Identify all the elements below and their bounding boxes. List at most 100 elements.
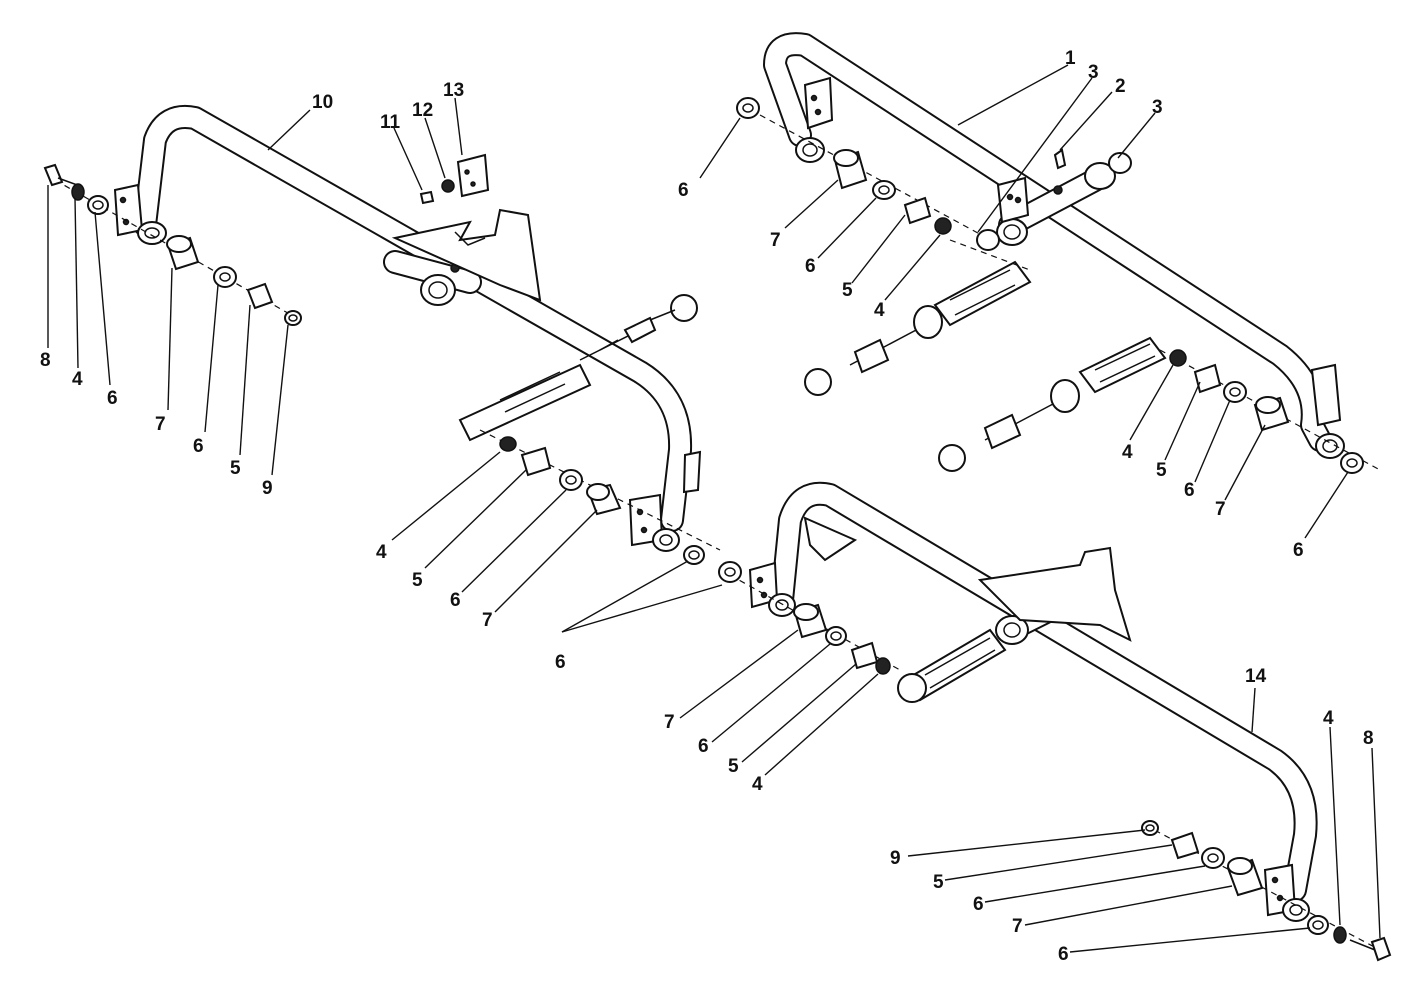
callout-5-bottom: 5 — [728, 756, 739, 777]
left-frame-tube — [133, 105, 693, 532]
spacer-6-right — [736, 97, 760, 119]
callout-12: 12 — [412, 100, 433, 121]
washer-4-right-front — [1169, 349, 1187, 367]
washer-4-left-front — [499, 436, 517, 452]
spacer-5-left-front — [520, 446, 552, 477]
spacer-5-right-front — [1193, 363, 1222, 394]
callout-4-right: 4 — [874, 300, 885, 321]
bushing-3a-right — [976, 229, 1000, 251]
nut-9-bottom — [1141, 820, 1159, 836]
spacer-6-right-front — [1223, 381, 1247, 403]
callout-11: 11 — [380, 112, 401, 133]
spacer-6b-left — [213, 266, 237, 288]
right-front-hardware — [1169, 349, 1364, 474]
callout-9-bottom: 9 — [890, 848, 901, 869]
callout-10: 10 — [312, 92, 333, 113]
right-frame-end-plate-front — [1310, 363, 1342, 427]
right-adjuster-link-upper — [804, 239, 1032, 396]
spacer-6-left-front — [559, 469, 583, 491]
callout-3a: 3 — [1088, 62, 1099, 83]
washer-4-bottom-front — [1333, 926, 1347, 944]
callout-5-left-front: 5 — [412, 570, 423, 591]
washer-4-right — [934, 217, 952, 235]
callout-6-bottom-front: 6 — [973, 894, 984, 915]
right-adjuster-link-lower — [938, 336, 1381, 472]
callout-6b-right-front: 6 — [1293, 540, 1304, 561]
callout-8-bottom: 8 — [1363, 728, 1374, 749]
spacer-5-left — [246, 282, 274, 310]
callout-4-right-front: 4 — [1122, 442, 1133, 463]
callout-6-left: 6 — [107, 388, 118, 409]
bushing-3b-right — [1108, 152, 1132, 174]
callout-7-left-front: 7 — [482, 610, 493, 631]
nut-12 — [441, 179, 455, 193]
spacer-6b-right — [872, 180, 896, 200]
bracket-hardware-11-13 — [419, 153, 490, 205]
callout-6b-bottom-front: 6 — [1058, 944, 1069, 965]
callout-6b-right: 6 — [805, 256, 816, 277]
bottom-frame-mount-bracket — [977, 546, 1132, 642]
spacer-6-right-end — [1340, 452, 1364, 474]
spacer-6-left-end — [683, 545, 705, 565]
left-rear-hardware — [43, 163, 302, 326]
callout-4-left: 4 — [72, 369, 83, 390]
callout-7-bottom-front: 7 — [1012, 916, 1023, 937]
bottom-front-hardware — [1141, 820, 1392, 962]
callout-5-bottom-front: 5 — [933, 872, 944, 893]
callout-14: 14 — [1245, 666, 1267, 687]
nut-9-left — [284, 310, 302, 326]
spacer-6-bottom — [718, 561, 742, 583]
bolt-8-left — [43, 163, 64, 187]
callout-1: 1 — [1065, 48, 1076, 69]
right-rear-hardware — [736, 97, 1132, 251]
spacer-6-left — [87, 195, 109, 215]
callout-6-left-front: 6 — [450, 590, 461, 611]
leader-lines — [47, 64, 1381, 953]
callout-3b: 3 — [1152, 97, 1163, 118]
callout-7-bottom: 7 — [664, 712, 675, 733]
left-frame-assembly — [43, 105, 721, 565]
callout-4-bottom: 4 — [752, 774, 763, 795]
left-front-hardware — [499, 436, 705, 565]
spacer-5-right — [903, 196, 932, 225]
bolt-8-bottom — [1370, 936, 1392, 962]
spacer-5-bottom-front — [1170, 831, 1200, 860]
callout-7-right-front: 7 — [1215, 499, 1226, 520]
right-frame-tube — [763, 32, 1332, 452]
callout-2: 2 — [1115, 76, 1126, 97]
callout-labels: 10 11 12 13 8 4 6 7 6 5 9 4 5 6 7 6 1 3 … — [40, 48, 1374, 965]
spacer-6-bottom-front — [1201, 847, 1225, 869]
callout-6-center: 6 — [555, 652, 566, 673]
callout-7-right: 7 — [770, 230, 781, 251]
callout-6-right-front: 6 — [1184, 480, 1195, 501]
callout-8-left: 8 — [40, 350, 51, 371]
callout-5-left: 5 — [230, 458, 241, 479]
right-frame-assembly — [736, 32, 1381, 474]
callout-7-left: 7 — [155, 414, 166, 435]
spacer-6-bottom-end — [1307, 915, 1329, 935]
callout-6-bottom: 6 — [698, 736, 709, 757]
bolt-11 — [419, 190, 435, 205]
left-frame-end-plate-rear — [113, 183, 144, 237]
bottom-frame-tube — [770, 481, 1318, 902]
washer-4-bottom — [875, 657, 891, 675]
bottom-rear-hardware — [718, 561, 901, 675]
callout-9-left: 9 — [262, 478, 273, 499]
right-frame-end-plate-rear — [803, 76, 834, 130]
grease-fitting-2 — [1053, 148, 1067, 170]
callout-13: 13 — [443, 80, 464, 101]
callout-5-right: 5 — [842, 280, 853, 301]
left-frame-mount-bracket — [391, 208, 542, 302]
washer-4-left — [71, 183, 85, 201]
callout-6b-left: 6 — [193, 436, 204, 457]
callout-6-right: 6 — [678, 180, 689, 201]
bottom-adjuster-link — [897, 628, 1007, 703]
callout-4-bottom-front: 4 — [1323, 708, 1334, 729]
callout-5-right-front: 5 — [1156, 460, 1167, 481]
spacer-6b-bottom — [825, 626, 847, 646]
bottom-frame-assembly — [718, 481, 1392, 962]
bracket-13 — [456, 153, 490, 198]
callout-4-left-front: 4 — [376, 542, 387, 563]
left-frame-center-pivot — [420, 274, 456, 306]
